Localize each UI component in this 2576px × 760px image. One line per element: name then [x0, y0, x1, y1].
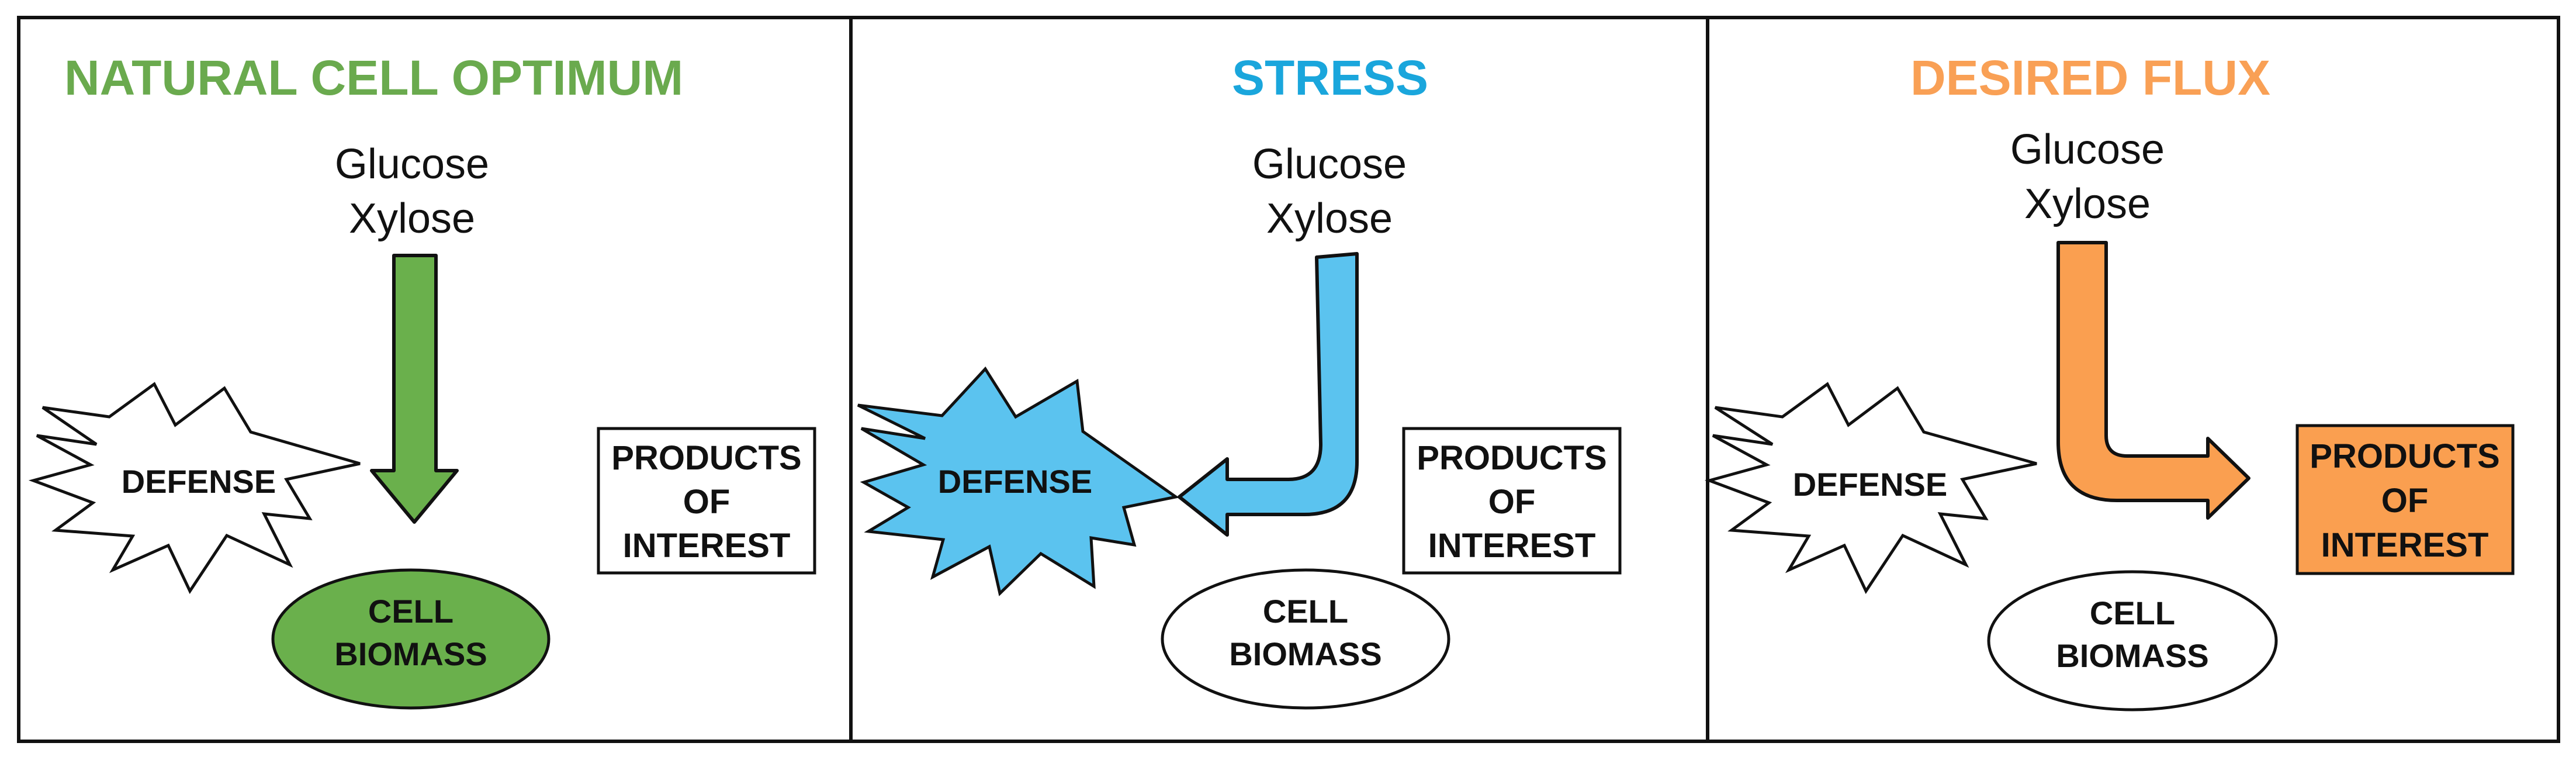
- flux-arrow-down: [370, 254, 459, 524]
- cell-biomass-label-line2: BIOMASS: [334, 635, 487, 672]
- products-label-line3: INTEREST: [1428, 527, 1596, 565]
- substrate-glucose: Glucose: [335, 141, 489, 188]
- defense-label: DEFENSE: [1793, 466, 1948, 503]
- defense-label: DEFENSE: [938, 463, 1093, 500]
- panel-title-stress: STRESS: [1232, 50, 1428, 105]
- defense-starburst: [28, 382, 361, 595]
- cell-biomass-label-line2: BIOMASS: [1229, 635, 1382, 672]
- products-label-line2: OF: [2381, 482, 2429, 520]
- defense-starburst: [857, 366, 1180, 596]
- cell-biomass-label-line1: CELL: [1263, 593, 1348, 630]
- panel-natural-cell-optimum: NATURAL CELL OPTIMUM Glucose Xylose DEFE…: [28, 50, 816, 710]
- substrate-glucose: Glucose: [1252, 141, 1407, 188]
- cell-biomass-label-line1: CELL: [368, 593, 453, 630]
- products-label-line1: PRODUCTS: [1417, 439, 1606, 477]
- cell-biomass-ellipse: [1987, 570, 2278, 711]
- defense-label: DEFENSE: [122, 463, 276, 500]
- substrate-xylose: Xylose: [2024, 181, 2151, 227]
- cell-biomass-label-line1: CELL: [2090, 595, 2175, 631]
- cell-biomass-label-line2: BIOMASS: [2056, 637, 2208, 674]
- products-box: [2295, 424, 2515, 575]
- flux-arrow-to-products: [2056, 241, 2250, 520]
- products-box: [597, 427, 816, 575]
- substrate-glucose: Glucose: [2010, 126, 2165, 173]
- products-box: [1402, 427, 1622, 575]
- products-label-line3: INTEREST: [2321, 526, 2489, 564]
- panel-title-natural: NATURAL CELL OPTIMUM: [64, 50, 683, 105]
- flux-arrow-to-defense: [1178, 252, 1359, 537]
- cell-biomass-ellipse: [271, 568, 550, 710]
- products-label-line2: OF: [1488, 483, 1536, 521]
- diagram-frame: [17, 16, 2560, 743]
- substrate-xylose: Xylose: [1266, 195, 1393, 242]
- products-label-line3: INTEREST: [623, 527, 791, 565]
- products-label-line1: PRODUCTS: [2310, 437, 2499, 475]
- panel-title-desired-flux: DESIRED FLUX: [1910, 50, 2270, 105]
- panel-desired-flux: DESIRED FLUX Glucose Xylose DEFENSE CELL…: [1704, 50, 2515, 711]
- products-label-line2: OF: [683, 483, 730, 521]
- panel-stress: STRESS Glucose Xylose DEFENSE CELL BIOMA…: [857, 50, 1622, 710]
- defense-starburst: [1704, 382, 2037, 595]
- products-label-line1: PRODUCTS: [611, 439, 801, 477]
- substrate-xylose: Xylose: [349, 195, 475, 242]
- cell-biomass-ellipse: [1161, 568, 1450, 710]
